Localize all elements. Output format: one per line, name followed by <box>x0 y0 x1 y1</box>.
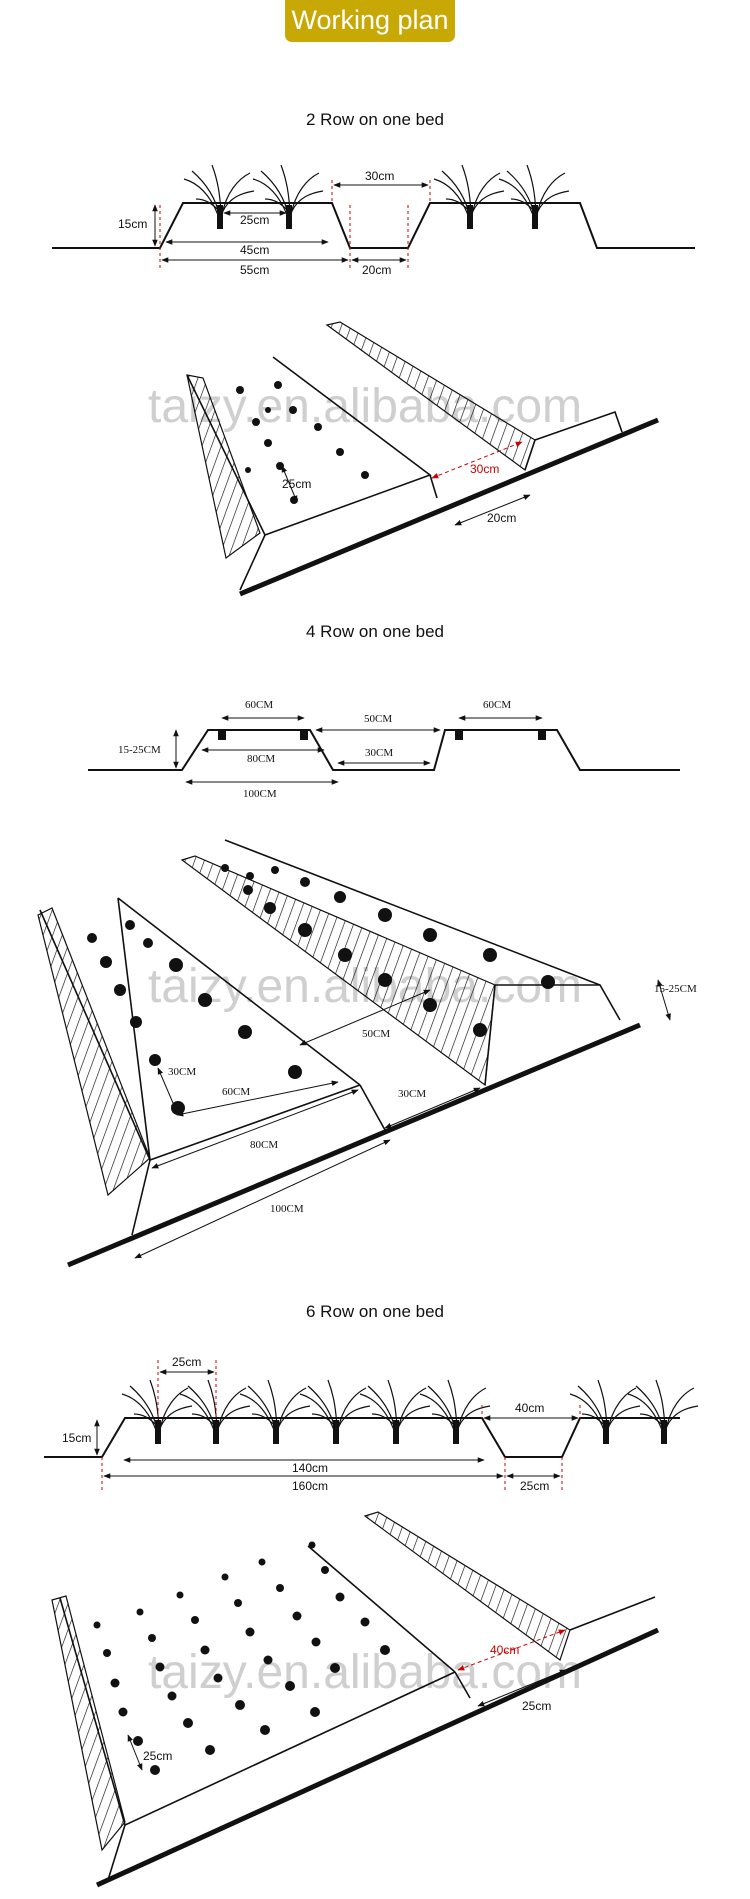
dim-bed-height: 15-25CM <box>118 744 161 756</box>
section-title-6-row: 6 Row on one bed <box>306 1302 444 1321</box>
dim-bed-height: 15-25CM <box>654 983 697 995</box>
dim-bed-top: 60CM <box>245 699 273 711</box>
section-title-2-row: 2 Row on one bed <box>306 110 444 129</box>
two-row-profile: 15cm 25cm 45cm 55cm 30cm 20cm <box>52 164 695 277</box>
dim-plant-spacing: 25cm <box>240 213 269 227</box>
dim-furrow-bottom: 25cm <box>522 1699 551 1713</box>
dim-furrow-top: 40cm <box>515 1401 544 1415</box>
six-row-profile: 15cm 25cm 140cm 160cm 40cm 25cm <box>44 1355 699 1493</box>
dim-row-spacing: 25cm <box>143 1749 172 1763</box>
dim-furrow-top: 30cm <box>470 462 499 476</box>
dim-bed-top: 60CM <box>222 1086 250 1098</box>
dim-row-spacing: 25cm <box>282 477 311 491</box>
dim-furrow-top: 40cm <box>490 1643 519 1657</box>
dim-furrow-bottom: 20cm <box>362 263 391 277</box>
two-row-perspective: 25cm 30cm 20cm <box>186 321 659 597</box>
dim-bed-bottom: 160cm <box>292 1479 328 1493</box>
six-row-perspective: 25cm 40cm 25cm <box>51 1511 660 1888</box>
dim-furrow-bottom: 25cm <box>520 1479 549 1493</box>
dim-bed-top: 45cm <box>240 243 269 257</box>
page-title: Working plan <box>285 0 455 42</box>
four-row-perspective: 15-25CM 30CM 60CM 80CM 100CM 50CM 30CM <box>37 839 697 1268</box>
dim-bed-top: 140cm <box>292 1461 328 1475</box>
dim-bed-inner: 80CM <box>247 753 275 765</box>
dim-bed-height: 15cm <box>62 1431 91 1445</box>
dim-bed-bottom: 100CM <box>243 788 277 800</box>
section-title-4-row: 4 Row on one bed <box>306 622 444 641</box>
dim-furrow-top: 30cm <box>365 169 394 183</box>
dim-furrow-bottom: 20cm <box>487 511 516 525</box>
four-row-profile: 15-25CM 60CM 60CM 80CM 100CM 50CM 30CM <box>88 699 680 800</box>
dim-row-spacing: 30CM <box>168 1066 196 1078</box>
dim-bed-inner: 80CM <box>250 1139 278 1151</box>
dim-bed-height: 15cm <box>118 217 147 231</box>
dim-plant-spacing: 25cm <box>172 1355 201 1369</box>
dim-furrow-bottom: 30CM <box>398 1088 426 1100</box>
dim-furrow-bottom: 30CM <box>365 747 393 759</box>
dim-furrow-top: 50CM <box>362 1028 390 1040</box>
dim-bed-bottom: 55cm <box>240 263 269 277</box>
dim-furrow-top: 50CM <box>364 713 392 725</box>
dim-bed-bottom: 100CM <box>270 1203 304 1215</box>
dim-bed-top-right: 60CM <box>483 699 511 711</box>
